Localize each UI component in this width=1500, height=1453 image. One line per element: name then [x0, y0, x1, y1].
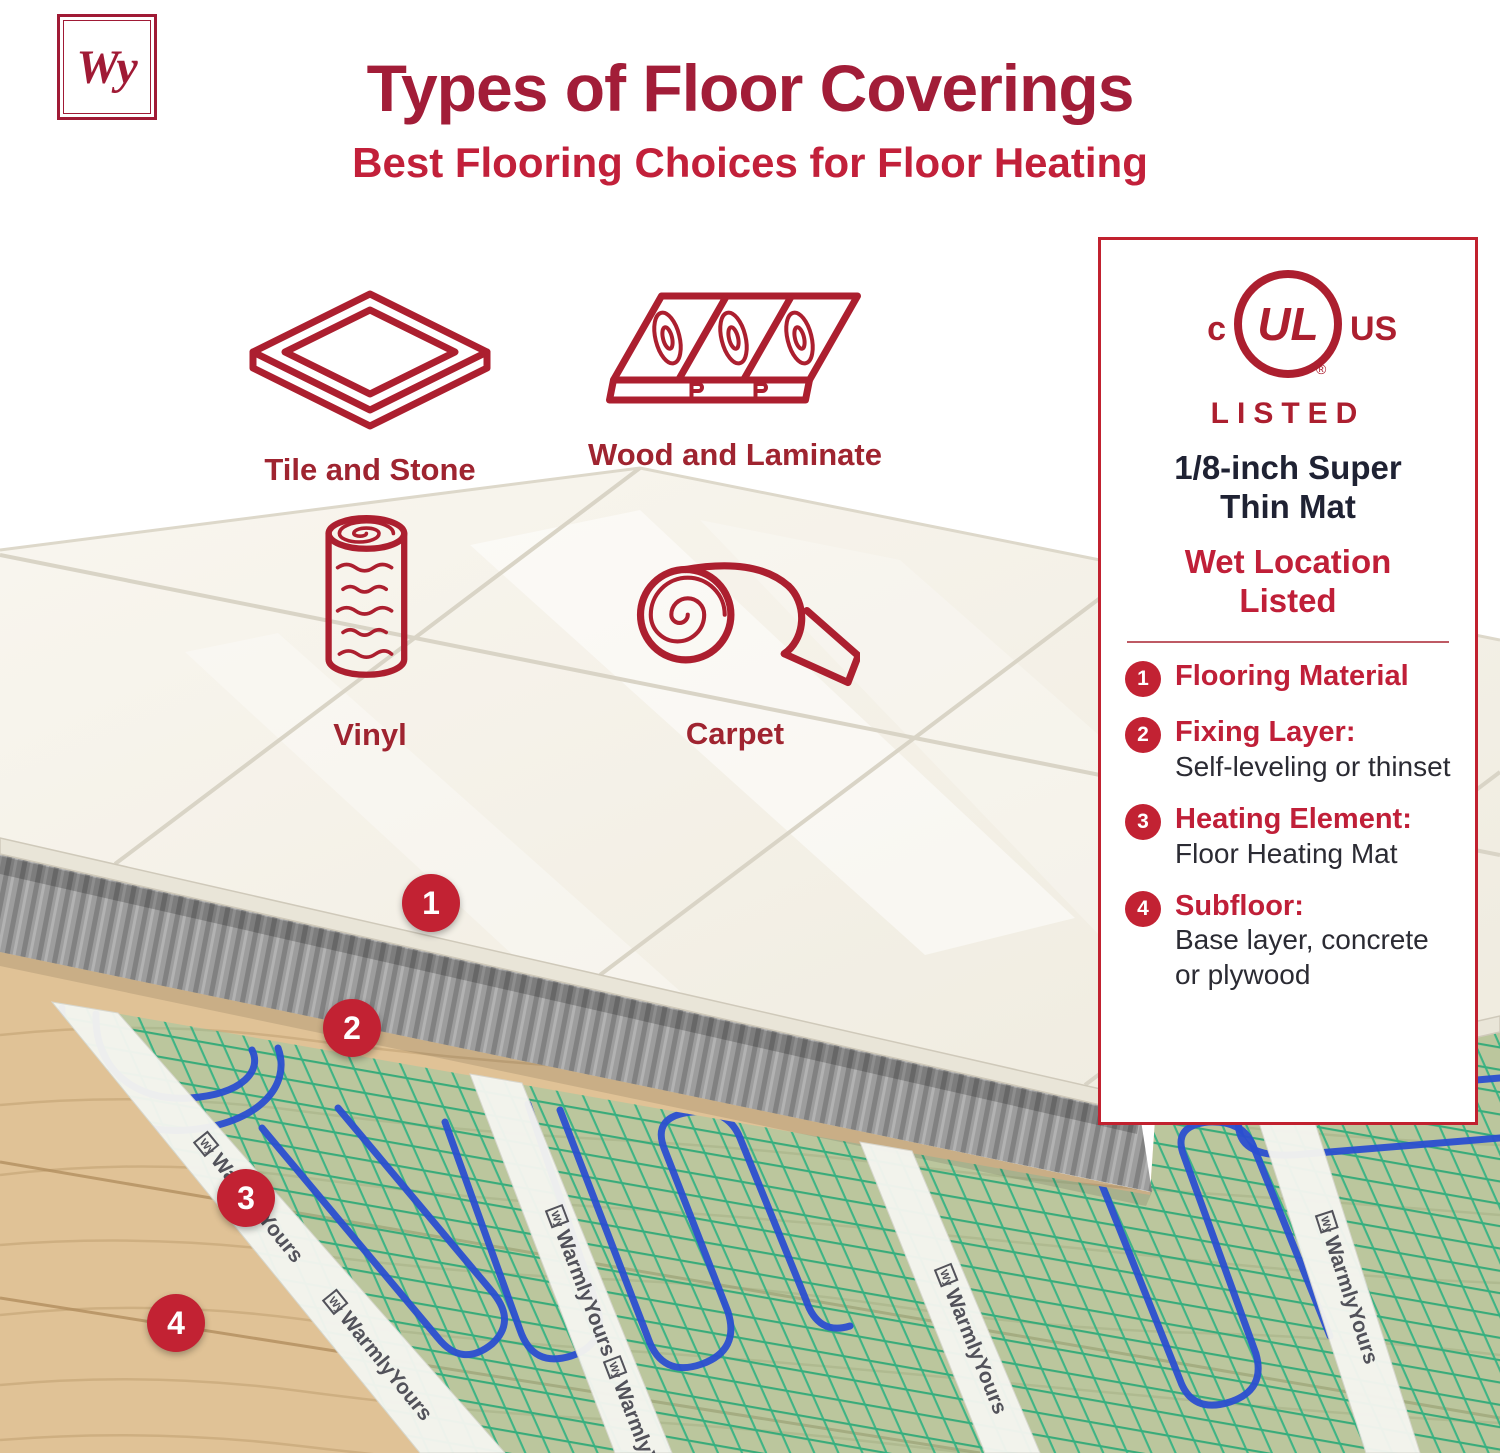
ul-certification-mark: UL c US ® LISTED — [1125, 262, 1451, 431]
diagram-badge-1: 1 — [402, 874, 460, 932]
flooring-type-tile: Tile and Stone — [235, 288, 505, 488]
brand-monogram: Wy — [937, 1268, 955, 1288]
page-subtitle: Best Flooring Choices for Floor Heating — [352, 138, 1148, 186]
info-panel: UL c US ® LISTED 1/8-inch Super Thin Mat… — [1098, 237, 1478, 1125]
layer-item-fixing: 2 Fixing Layer: Self-leveling or thinset — [1125, 715, 1451, 784]
layer-title: Flooring Material — [1175, 659, 1409, 692]
layer-item-flooring: 1 Flooring Material — [1125, 659, 1451, 697]
flooring-type-label: Wood and Laminate — [588, 437, 882, 472]
wood-and-laminate-icon — [605, 292, 861, 404]
ul-letters: UL — [1257, 298, 1318, 350]
panel-subheadline: Wet Location Listed — [1184, 542, 1392, 619]
vinyl-icon — [325, 515, 408, 678]
layer-number-badge: 1 — [1125, 660, 1161, 697]
flooring-type-label: Tile and Stone — [264, 452, 476, 487]
layer-title: Subfloor: — [1175, 889, 1304, 922]
layer-item-heating: 3 Heating Element: Floor Heating Mat — [1125, 802, 1451, 871]
thinset-layer — [0, 854, 1152, 1192]
layer-description: Base layer, concrete or plywood — [1175, 924, 1429, 990]
flooring-type-label: Carpet — [685, 716, 785, 751]
layer-item-subfloor: 4 Subfloor: Base layer, concrete or plyw… — [1125, 889, 1451, 992]
ul-listed-text: LISTED — [1210, 397, 1366, 430]
registered-mark: ® — [1316, 361, 1327, 377]
layer-description: Floor Heating Mat — [1175, 837, 1398, 869]
layer-number-badge: 4 — [1125, 890, 1161, 927]
ul-us-letters: US — [1350, 310, 1397, 348]
diagram-badge-2: 2 — [323, 999, 381, 1057]
layer-title: Fixing Layer: — [1175, 715, 1356, 748]
diagram-badge-3: 3 — [217, 1169, 275, 1227]
heating-mat-layer: Wy WarmlyYours Wy WarmlyYours Wy WarmlyY… — [0, 952, 1500, 1453]
layer-number-badge: 3 — [1125, 803, 1161, 840]
brand-monogram: Wy — [1318, 1215, 1335, 1235]
layer-legend: 1 Flooring Material 2 Fixing Layer: Self… — [1125, 659, 1451, 992]
brand-monogram: Wy — [606, 1361, 623, 1381]
layer-description: Self-leveling or thinset — [1175, 750, 1451, 782]
flooring-type-carpet: Carpet — [575, 512, 895, 752]
mat-brand-strips — [50, 1001, 1421, 1453]
tile-and-stone-icon — [249, 290, 491, 430]
brand-monogram: Wy — [548, 1210, 565, 1230]
diagram-badge-4: 4 — [147, 1294, 205, 1352]
warmlyyours-logo: Wy — [57, 14, 157, 120]
carpet-icon — [636, 562, 860, 687]
flooring-type-wood: Wood and Laminate — [565, 288, 905, 473]
ul-mark-icon: UL c US ® — [1207, 270, 1397, 378]
flooring-type-vinyl: Vinyl — [250, 498, 490, 753]
ul-c-letter: c — [1207, 310, 1226, 348]
page-title: Types of Floor Coverings — [366, 51, 1135, 126]
flooring-type-label: Vinyl — [333, 717, 407, 752]
panel-headline: 1/8-inch Super Thin Mat — [1174, 449, 1402, 525]
layer-title: Heating Element: — [1175, 802, 1412, 835]
layer-number-badge: 2 — [1125, 716, 1161, 753]
panel-divider — [1127, 640, 1449, 643]
logo-monogram: Wy — [76, 40, 138, 94]
